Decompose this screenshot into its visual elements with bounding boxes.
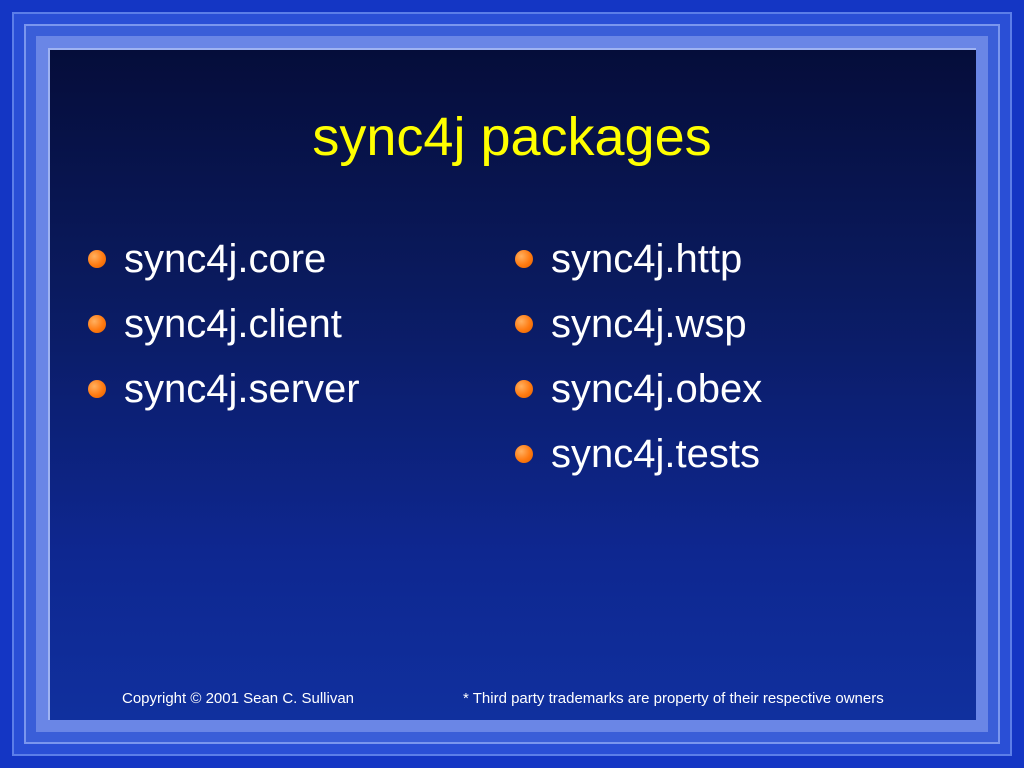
slide-title: sync4j packages — [312, 107, 712, 167]
bullet-item: sync4j.tests — [515, 421, 762, 486]
bullet-item: sync4j.http — [515, 226, 762, 291]
bullet-item: sync4j.client — [88, 291, 360, 356]
bullet-item: sync4j.core — [88, 226, 360, 291]
bullet-item: sync4j.server — [88, 356, 360, 421]
orange-bullet-icon — [515, 444, 533, 463]
footer-trademark-note: * Third party trademarks are property of… — [463, 690, 884, 707]
slide-content-panel — [48, 48, 976, 720]
bullet-text: sync4j.server — [124, 366, 360, 411]
bullet-list-right: sync4j.http sync4j.wsp sync4j.obex sync4… — [515, 226, 762, 486]
bullet-text: sync4j.tests — [551, 431, 760, 476]
bullet-text: sync4j.client — [124, 301, 342, 346]
orange-bullet-icon — [88, 249, 106, 268]
orange-bullet-icon — [515, 379, 533, 398]
bullet-item: sync4j.obex — [515, 356, 762, 421]
orange-bullet-icon — [88, 314, 106, 333]
orange-bullet-icon — [515, 249, 533, 268]
bullet-text: sync4j.core — [124, 236, 327, 281]
bullet-list-left: sync4j.core sync4j.client sync4j.server — [88, 226, 360, 421]
orange-bullet-icon — [515, 314, 533, 333]
bullet-text: sync4j.http — [551, 236, 743, 281]
bullet-item: sync4j.wsp — [515, 291, 762, 356]
orange-bullet-icon — [88, 379, 106, 398]
bullet-text: sync4j.wsp — [551, 301, 747, 346]
footer-copyright: Copyright © 2001 Sean C. Sullivan — [122, 690, 355, 707]
bullet-text: sync4j.obex — [551, 366, 763, 411]
